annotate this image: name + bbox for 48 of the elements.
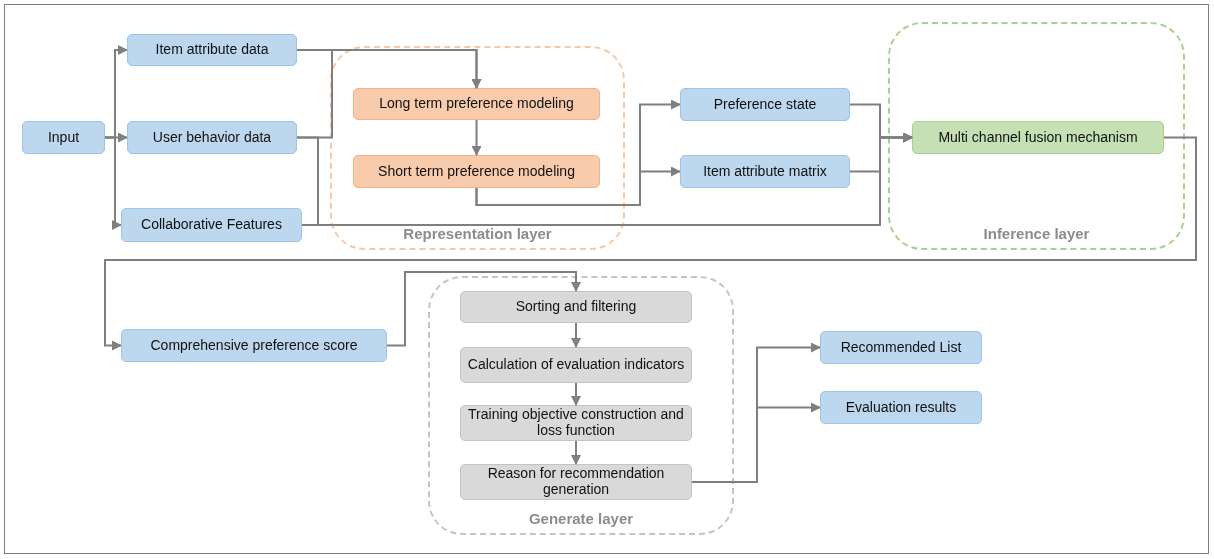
box-label: Recommended List: [840, 339, 962, 356]
box-label: Evaluation results: [845, 399, 957, 416]
layer-title: Generate layer: [528, 510, 634, 527]
box-label: Long term preference modeling: [379, 96, 574, 112]
box-label: Preference state: [713, 96, 817, 113]
box-label: Item attribute data: [155, 42, 269, 58]
process-box: [820, 331, 982, 364]
box-label: Collaborative Features: [141, 217, 282, 233]
process-box: [121, 208, 302, 242]
connector-arrow: [386, 271, 581, 347]
process-box: [460, 347, 692, 383]
box-label: Multi channel fusion mechanism: [938, 129, 1138, 146]
connector-arrow: [571, 382, 581, 406]
layer-title: Representation layer: [403, 225, 552, 242]
process-box: [680, 155, 850, 188]
connector-arrow: [471, 119, 482, 156]
box-label: Training objective construction and loss function: [467, 407, 685, 439]
connector-arrow: [104, 136, 122, 230]
box-label: Sorting and filtering: [515, 299, 637, 315]
layer-title: Inference layer: [983, 225, 1090, 242]
process-box: [912, 121, 1164, 154]
box-label: Reason for recommendation generation: [486, 466, 666, 498]
process-box: [460, 291, 692, 323]
process-box: [121, 329, 387, 362]
box-label: Calculation of evaluation indicators: [467, 357, 685, 373]
connector-arrow: [571, 440, 581, 465]
process-box: [353, 88, 600, 120]
dashed-layer-frame: [428, 276, 734, 535]
process-box: [680, 88, 850, 121]
process-box: [460, 405, 692, 441]
dashed-layer-frame: [888, 22, 1185, 250]
box-label: Input: [47, 129, 80, 146]
connector-arrow: [571, 322, 581, 348]
process-box: [460, 464, 692, 500]
process-box: [127, 34, 297, 66]
connector-arrow: [104, 136, 1197, 351]
process-box: [820, 391, 982, 424]
process-box: [22, 121, 105, 154]
process-box: [127, 121, 297, 154]
process-box: [353, 155, 600, 188]
box-label: User behavior data: [152, 129, 272, 146]
connector-arrow: [691, 402, 821, 483]
box-label: Short term preference modeling: [378, 163, 575, 180]
box-label: Item attribute matrix: [703, 163, 827, 180]
box-label: Comprehensive preference score: [150, 337, 358, 354]
dashed-layer-frame: [330, 46, 625, 250]
connector-arrow: [475, 166, 681, 206]
connector-arrow: [849, 132, 913, 173]
